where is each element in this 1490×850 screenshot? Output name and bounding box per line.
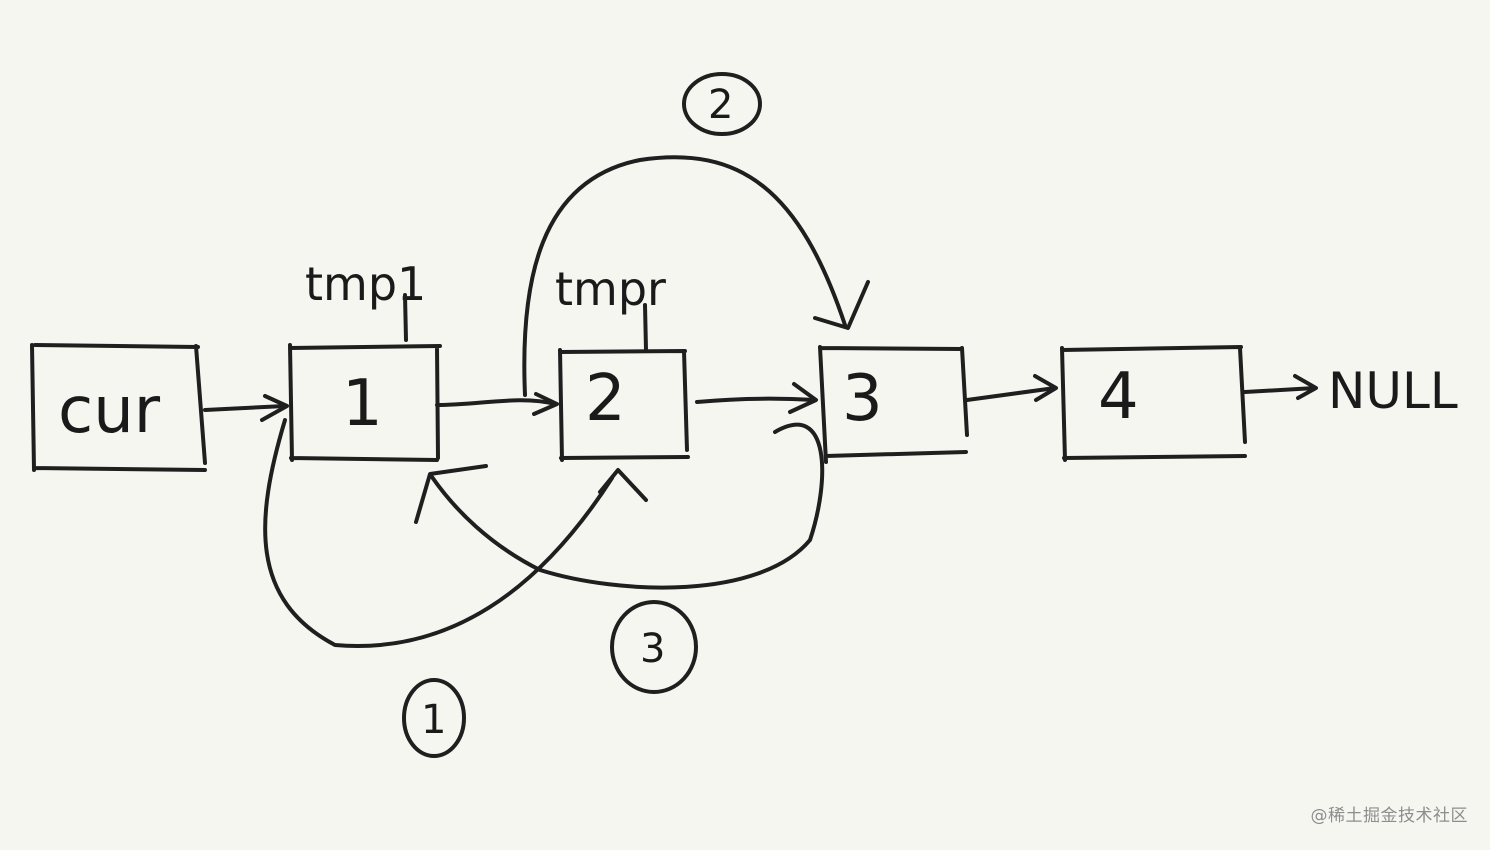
node-4-label: 4 (1098, 360, 1139, 434)
step-3-label: 3 (640, 626, 665, 672)
arrow-2-to-3 (695, 382, 818, 414)
step-2-label: 2 (708, 82, 733, 128)
arrow-1-to-2 (435, 392, 559, 416)
step-3-badge: 3 (610, 600, 698, 694)
step-1-label: 1 (421, 697, 446, 743)
curve-step-2 (522, 155, 870, 397)
node-2-label: 2 (585, 362, 626, 436)
pointer-tmp2-label: tmpr (555, 262, 666, 316)
pointer-tmp2: tmpr (555, 262, 666, 352)
step-1-badge: 1 (402, 678, 466, 758)
node-4: 4 (1060, 345, 1247, 462)
arrow-cur-to-1 (203, 394, 289, 422)
node-cur: cur (30, 343, 207, 472)
pointer-tmp1-label: tmp1 (305, 257, 426, 311)
curve-step-1 (263, 418, 648, 648)
arrow-3-to-4 (965, 374, 1058, 402)
node-3: 3 (818, 345, 969, 464)
node-1-label: 1 (342, 367, 383, 441)
pointer-tmp1: tmp1 (305, 257, 426, 342)
arrow-4-to-null (1243, 374, 1318, 400)
node-1: 1 (288, 343, 442, 462)
watermark-text: @稀土掘金技术社区 (1310, 806, 1468, 826)
step-2-badge: 2 (682, 72, 762, 136)
node-3-label: 3 (842, 362, 883, 436)
node-2: 2 (558, 348, 690, 462)
null-label: NULL (1328, 362, 1458, 420)
node-cur-label: cur (58, 374, 161, 448)
curve-step-3 (414, 422, 825, 590)
